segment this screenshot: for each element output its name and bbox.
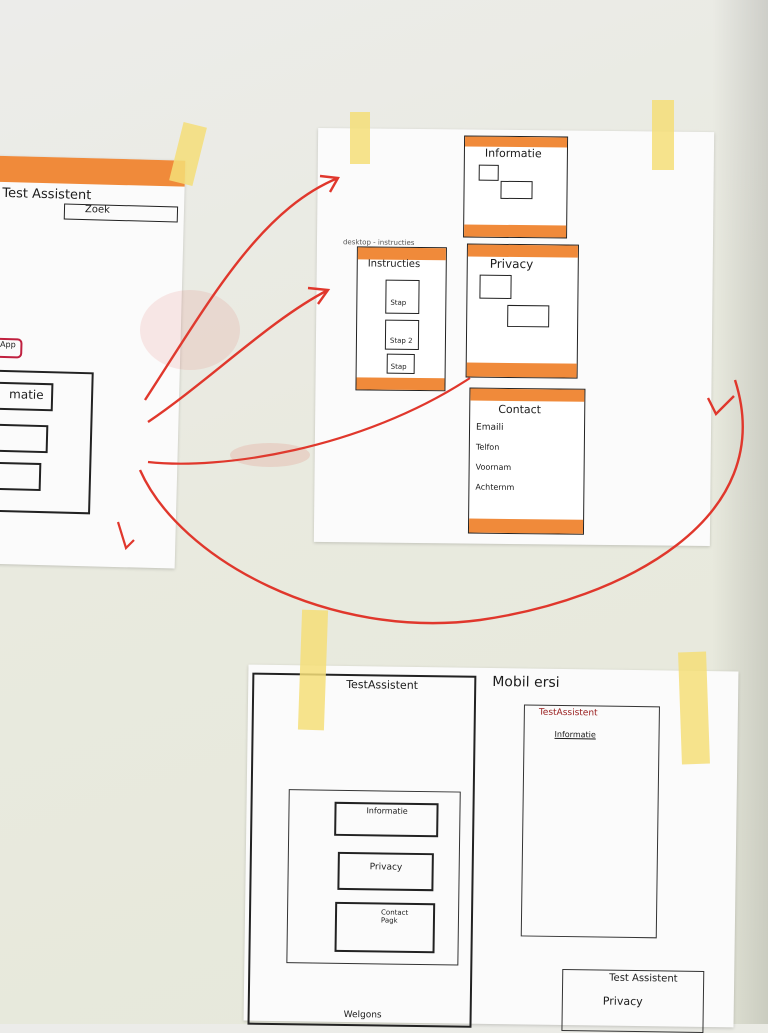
- red-arrow: [143, 176, 339, 401]
- red-arrow: [138, 379, 744, 625]
- red-smudge: [230, 443, 310, 467]
- red-smudge: [140, 290, 240, 370]
- red-arrow: [319, 174, 340, 193]
- red-arrow: [307, 286, 331, 305]
- red-arrow: [147, 288, 329, 423]
- tape-strip: [652, 100, 674, 170]
- red-arrow: [116, 521, 135, 551]
- red-arrow: [147, 377, 471, 465]
- tape-strip: [350, 112, 370, 164]
- red-arrow: [706, 395, 735, 417]
